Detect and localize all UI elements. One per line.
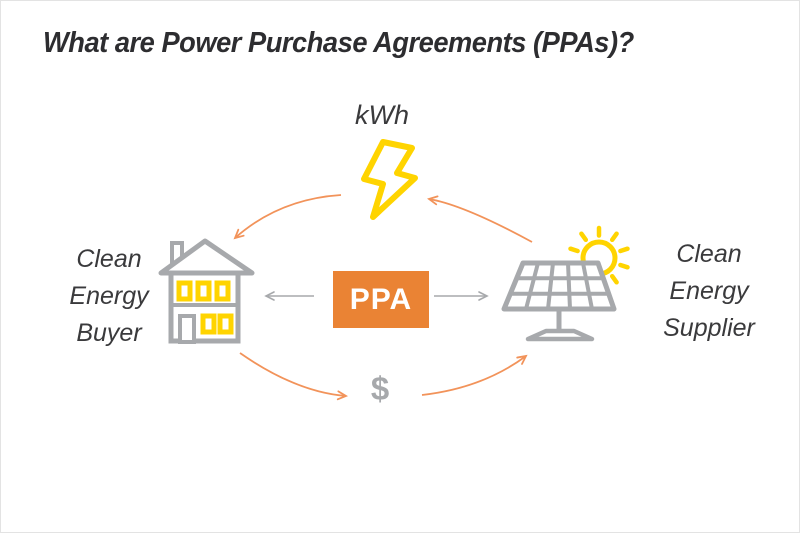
ppa-box-label: PPA [349, 282, 413, 316]
energy-flow-arrow-from-supplier [427, 195, 533, 243]
energy-flow-arrow-to-buyer [233, 194, 342, 240]
ppa-box: PPA [333, 271, 429, 328]
house-door [178, 314, 196, 344]
solar-panel-icon [501, 225, 630, 342]
panel-frame [501, 260, 617, 312]
house-windows-top [176, 280, 231, 302]
panel-grid [510, 262, 609, 310]
buyer-label: Clean Energy Buyer [69, 245, 149, 347]
flow-arrows [233, 194, 533, 401]
supplier-label: Clean Energy Supplier [663, 240, 755, 342]
house-windows-bottom [200, 313, 234, 335]
kwh-label: kWh [355, 100, 409, 130]
lightning-bolt-icon [361, 139, 418, 220]
money-flow-arrow-to-supplier [421, 354, 528, 396]
page-title: What are Power Purchase Agreements (PPAs… [43, 27, 634, 59]
house-icon [158, 238, 255, 344]
dollar-label: $ [370, 370, 390, 407]
panel-base [525, 328, 595, 342]
money-flow-arrow-from-buyer [239, 352, 349, 401]
